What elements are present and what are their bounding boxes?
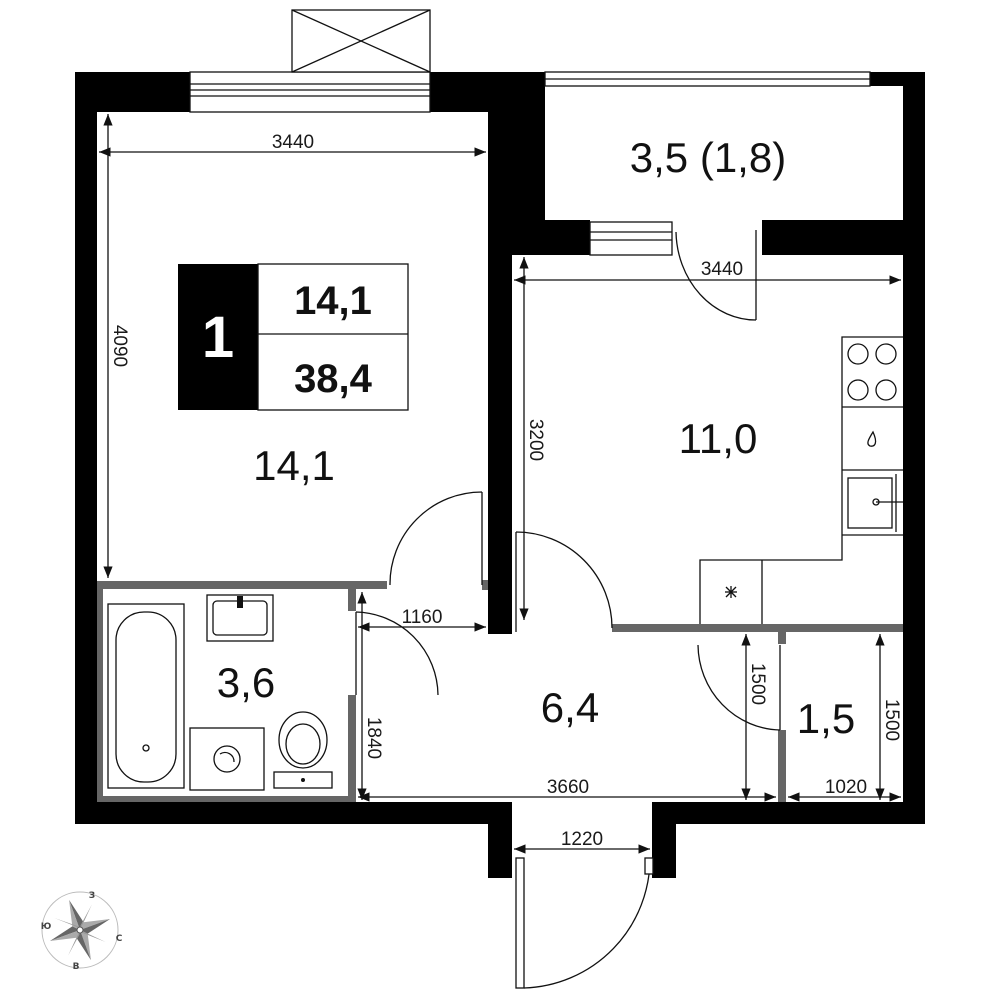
- dim-entrance-width: 1220: [561, 829, 603, 850]
- dim-bath-door-width: 1160: [402, 607, 443, 628]
- kitchen-counter: [699, 336, 903, 624]
- wall-balcony-bottom-right: [762, 220, 925, 255]
- entrance-jamb-right: [652, 802, 676, 878]
- dim-storage-length-right: 1500: [881, 699, 902, 741]
- dim-storage-width: 1020: [825, 777, 867, 798]
- rooms-count: 1: [202, 305, 234, 370]
- dimension-lines: 3440 4090 3440 3200 1160 1840 3660 1500 …: [99, 114, 902, 854]
- badge-rooms-bg: [178, 264, 258, 410]
- partition-bath-right-bottom: [348, 695, 356, 802]
- outer-walls: [75, 72, 925, 878]
- fridge-icon: [725, 586, 737, 598]
- dim-kitchen-length: 3200: [525, 419, 546, 461]
- balcony-door-arc: [675, 231, 757, 321]
- kitchen-fixtures: [699, 336, 903, 624]
- total-area-badge: 38,4: [294, 357, 373, 401]
- partition-bath-right-top: [348, 589, 356, 611]
- compass-rose-icon: [49, 899, 111, 961]
- wall-balcony-bottom-left: [512, 220, 590, 255]
- partition-storage-left: [778, 730, 786, 802]
- entrance-jamb-left: [488, 802, 512, 878]
- wall-top-right: [870, 72, 925, 86]
- entrance-door-stub: [644, 857, 654, 875]
- compass-east: С: [116, 934, 123, 944]
- living-room-area: 14,1: [253, 442, 335, 489]
- dim-kitchen-width: 3440: [701, 259, 743, 280]
- wall-bottom-right: [652, 802, 925, 824]
- partitions: [97, 580, 903, 802]
- doors: [355, 230, 781, 989]
- summary-badge: 1 14,1 38,4: [178, 263, 409, 411]
- balcony-area: 3,5 (1,8): [630, 134, 786, 181]
- dishwasher-icon: [867, 430, 877, 447]
- dim-living-length: 4090: [109, 325, 130, 367]
- wall-bottom-left: [75, 802, 512, 824]
- compass: З С В Ю: [41, 891, 123, 972]
- kitchen-area: 11,0: [679, 415, 758, 462]
- kitchen-window-frame: [589, 221, 673, 256]
- storage-area: 1,5: [797, 695, 855, 742]
- washbasin-icon: [206, 594, 274, 642]
- badge-values-frame: [257, 263, 409, 411]
- balcony-window: [544, 71, 871, 87]
- compass-west: Ю: [41, 922, 52, 932]
- kitchen-door-arc: [515, 531, 613, 629]
- bath-door-arc: [355, 611, 439, 696]
- partition-kitchen-hall: [612, 624, 903, 632]
- partition-storage-top: [778, 632, 786, 644]
- wall-left: [75, 72, 97, 824]
- dim-hall-width: 3660: [547, 777, 589, 798]
- toilet-icon: [273, 711, 333, 789]
- sink-icon: [847, 474, 903, 532]
- entrance-door-leaf: [515, 857, 525, 989]
- wall-living-kitchen-lower: [488, 112, 512, 634]
- living-window-frame: [189, 71, 431, 113]
- stove-icon: [847, 343, 897, 401]
- living-window: [189, 9, 431, 113]
- bathtub-icon: [107, 603, 185, 789]
- entrance-door-arc: [523, 857, 651, 989]
- bathroom-fixtures: [107, 594, 333, 791]
- dim-bath-length: 1840: [363, 717, 384, 759]
- dim-storage-length-left: 1500: [747, 663, 768, 705]
- bathroom-area: 3,6: [217, 659, 275, 706]
- dim-living-width: 3440: [272, 132, 314, 153]
- partition-bath-bottom: [97, 796, 356, 802]
- partition-living-bath: [97, 581, 387, 589]
- compass-north: З: [89, 891, 95, 901]
- room-areas: 14,1 3,5 (1,8) 11,0 3,6 6,4 1,5: [217, 134, 855, 742]
- storage-door-arc: [697, 644, 781, 731]
- kitchen-window: [589, 221, 673, 256]
- partition-bath-left: [97, 589, 103, 802]
- compass-south: В: [73, 962, 80, 972]
- wall-right: [903, 72, 925, 824]
- hall-area: 6,4: [541, 684, 599, 731]
- living-door-arc: [389, 491, 483, 586]
- partition-living-hall-jamb: [482, 580, 488, 590]
- living-area-badge: 14,1: [294, 279, 372, 323]
- washing-machine-icon: [189, 727, 265, 791]
- window-box-x2: [291, 9, 431, 73]
